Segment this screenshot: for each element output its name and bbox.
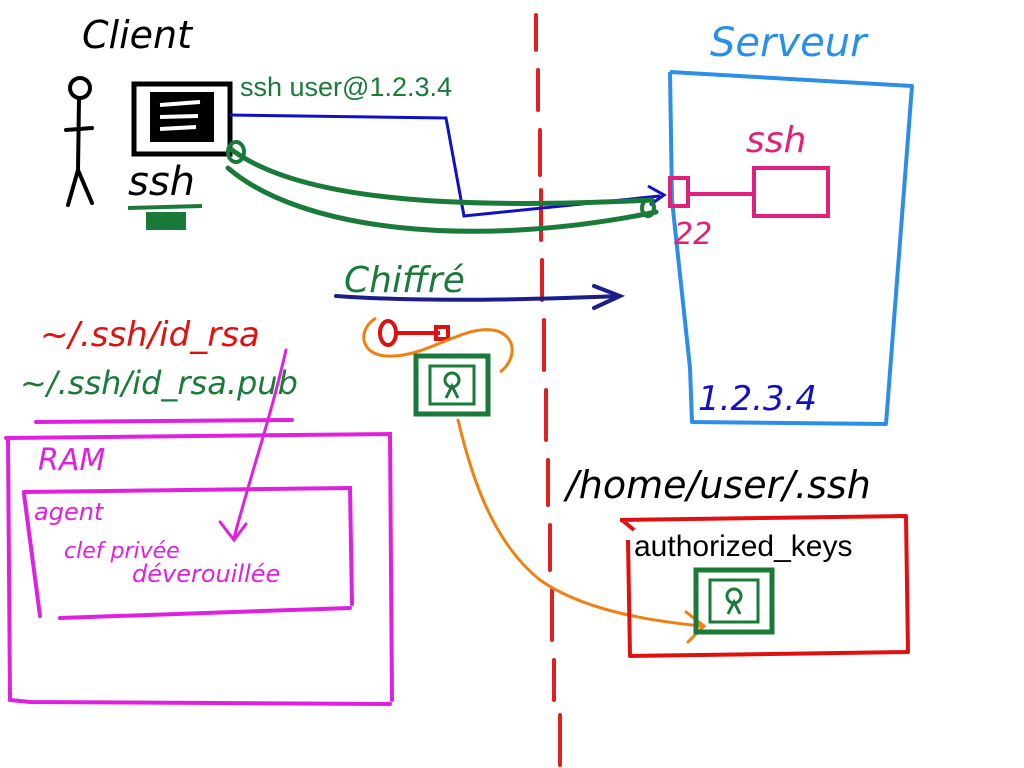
network-divider (534, 13, 562, 767)
server-label: Serveur (710, 20, 869, 66)
port-socket (668, 176, 690, 208)
encrypted-tunnel (225, 147, 659, 234)
public-key-path: ~/.ssh/id_rsa.pub (20, 364, 298, 402)
private-key-loop (362, 316, 514, 374)
client-computer-icon (131, 81, 233, 157)
tunnel-label: Chiffré (344, 260, 465, 301)
ssh-command: ssh user@1.2.3.4 (240, 72, 452, 102)
private-key-path: ~/.ssh/id_rsa (40, 315, 260, 355)
client-ssh-scribble (146, 212, 186, 230)
port-number: 22 (674, 217, 712, 252)
tunnel-mouth-client (226, 140, 246, 164)
ram-label: RAM (38, 443, 105, 478)
authorized-keys-box (619, 514, 910, 658)
public-key-to-authorized-keys-arrow (456, 418, 707, 644)
tunnel-mouth-server (640, 198, 656, 218)
server-ssh-label: ssh (746, 120, 806, 161)
ram-box (4, 418, 394, 706)
public-key-icon (413, 353, 491, 417)
agent-box (22, 485, 354, 620)
authorized-public-key-icon (693, 567, 775, 635)
agent-content-line1: clef privée (64, 539, 180, 564)
user-figure-icon (64, 76, 94, 207)
client-ssh-label: ssh (128, 159, 195, 205)
agent-content-line2: déverouillée (132, 560, 280, 588)
private-key-icon (378, 319, 450, 347)
ssh-daemon-box (752, 166, 830, 218)
agent-label: agent (34, 498, 105, 526)
private-key-to-agent-arrow (218, 348, 288, 543)
server-address: 1.2.3.4 (698, 379, 817, 419)
connection-line (229, 113, 661, 218)
tunnel-direction-arrow (334, 284, 626, 310)
client-ssh-underline (127, 204, 203, 210)
remote-ssh-dir: /home/user/.ssh (563, 463, 871, 507)
authorized-keys-filename: authorized_keys (634, 530, 852, 563)
client-label: Client (82, 13, 194, 57)
connection-arrowhead (647, 184, 667, 207)
